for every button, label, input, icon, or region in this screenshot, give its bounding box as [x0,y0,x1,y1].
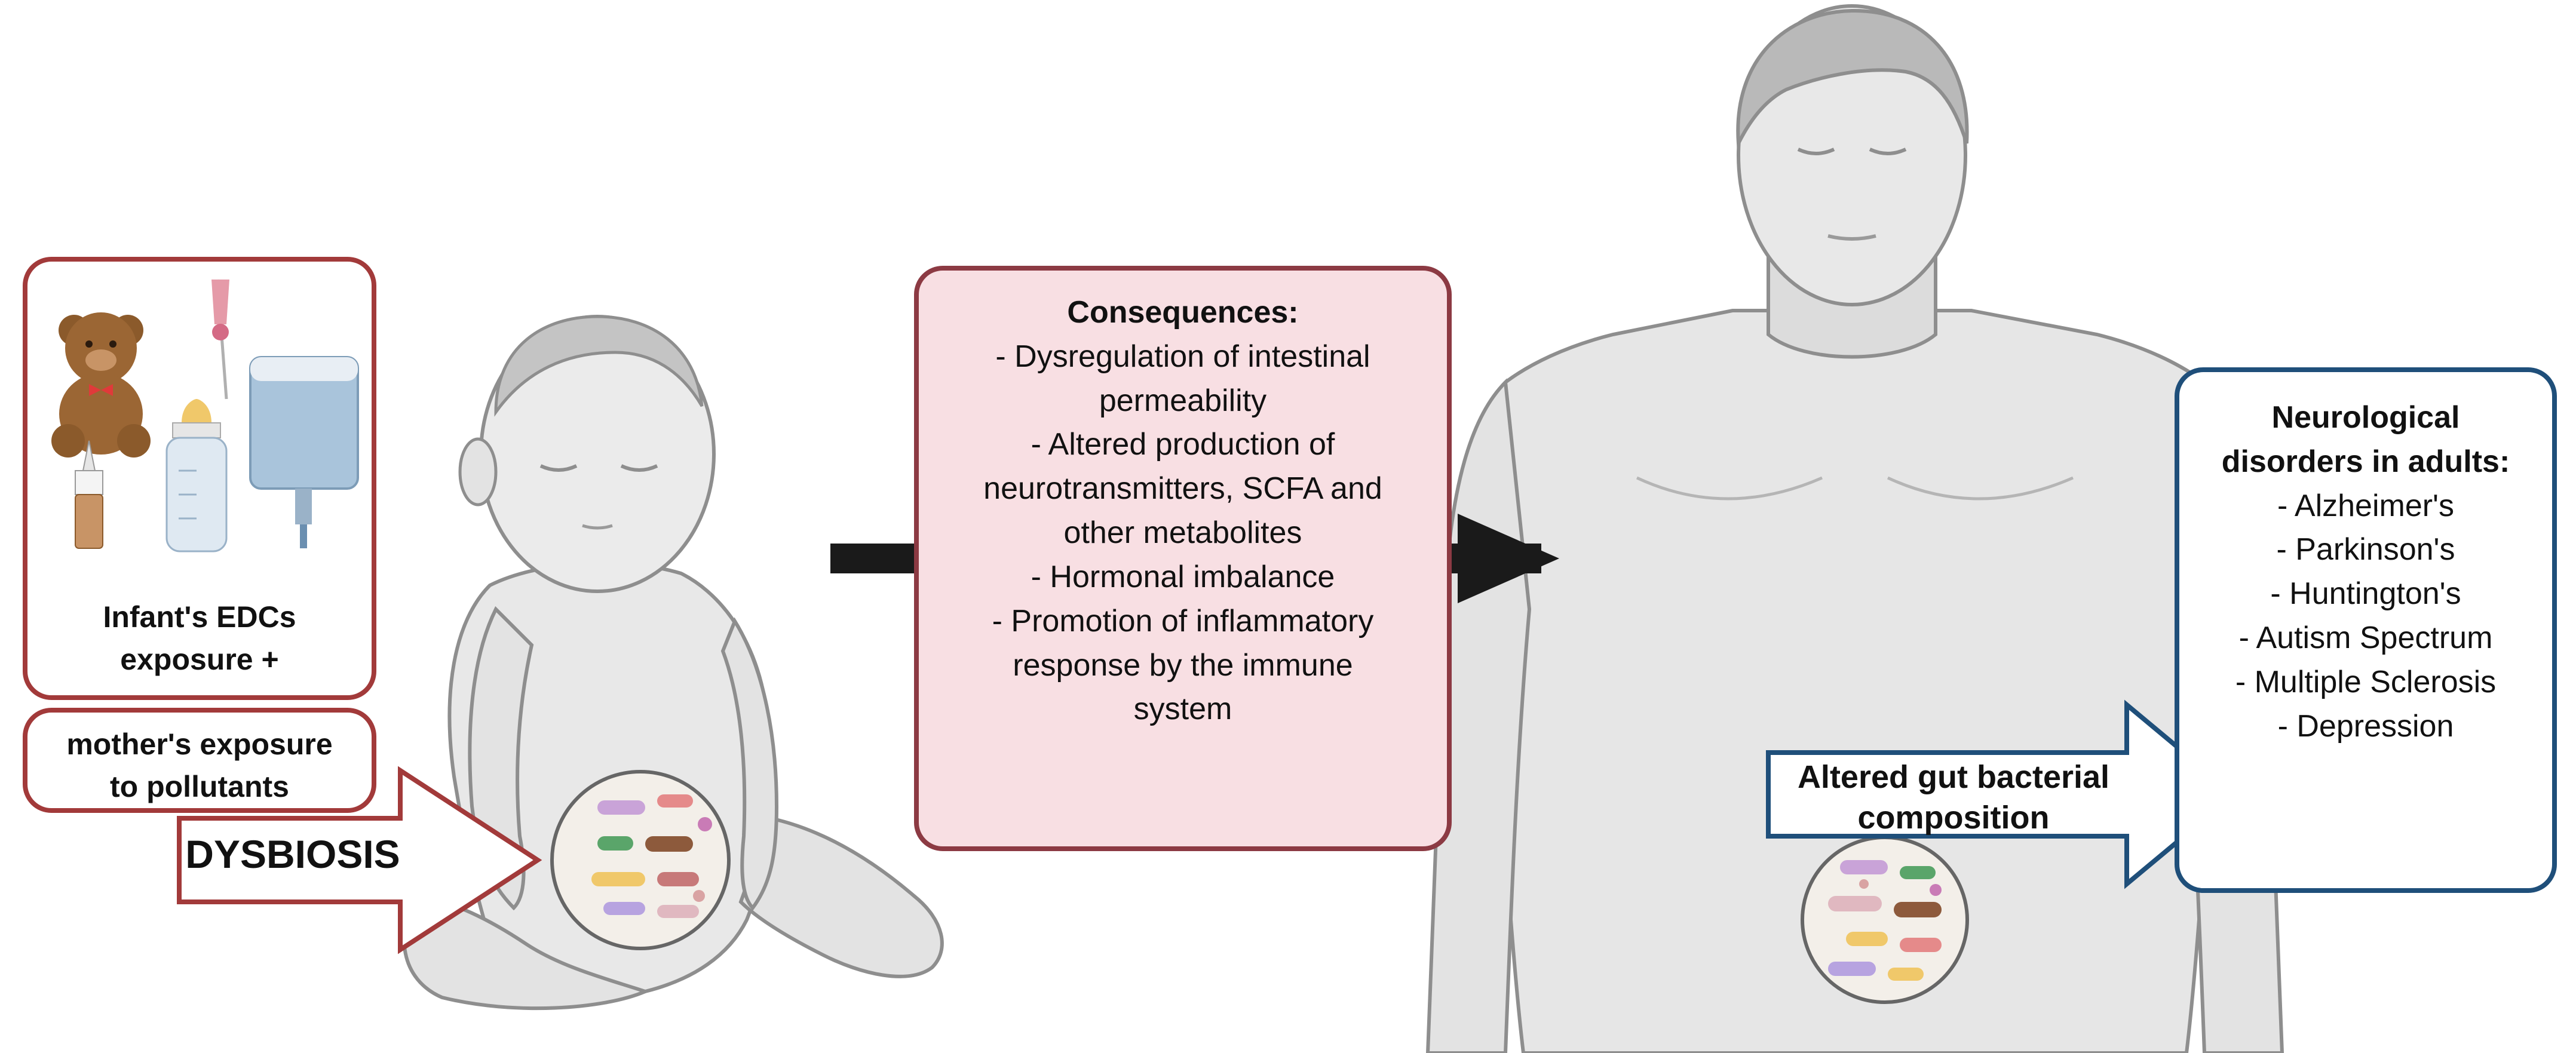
consequence-line-1: - Dysregulation of intestinal [995,339,1370,374]
mother-box-line1: mother's exposure [66,727,333,761]
mother-box-line2: to pollutants [110,770,289,803]
consequence-line-5: other metabolites [1063,515,1302,551]
altered-gut-label: Altered gut bacterial composition [1768,757,2139,838]
exposure-items-illustration [51,279,359,552]
altered-gut-label-line1: Altered gut bacterial [1797,759,2110,795]
neuro-heading-line2: disorders in adults: [2221,444,2510,479]
altered-gut-label-line2: composition [1857,799,2050,836]
consequence-line-8: response by the immune [1013,647,1353,683]
iv-bag-icon [249,356,359,548]
nasal-spray-icon [75,440,103,549]
neuro-heading-line1: Neurological [2271,400,2460,435]
neuro-item-4: - Autism Spectrum [2238,621,2493,656]
consequence-line-6: - Hormonal imbalance [1031,559,1335,594]
neuro-item-1: - Alzheimer's [2277,488,2454,523]
dysbiosis-arrow [177,766,542,954]
consequences-box: Consequences: - Dysregulation of intesti… [914,266,1452,851]
consequences-heading: Consequences: [1067,295,1299,330]
dysbiosis-label: DYSBIOSIS [185,832,400,876]
baby-bottle-icon [165,399,228,552]
infant-box-line1: Infant's EDCs [103,600,296,634]
neuro-item-6: - Depression [2277,708,2454,744]
progression-arrow-left [830,544,914,573]
infant-box-line2: exposure + [120,643,279,676]
neuro-item-3: - Huntington's [2270,576,2461,612]
infant-exposure-box: Infant's EDCs exposure + [23,257,376,700]
progression-arrow-right [1452,514,1559,603]
consequence-line-4: neurotransmitters, SCFA and [983,471,1382,506]
teddy-bear-icon [51,312,151,458]
consequence-line-7: - Promotion of inflammatory [992,603,1374,638]
neuro-item-2: - Parkinson's [2276,532,2455,567]
neurological-disorders-box: Neurological disorders in adults: - Alzh… [2175,367,2557,893]
consequence-line-9: system [1133,692,1232,727]
neuro-item-5: - Multiple Sclerosis [2235,664,2497,699]
consequence-line-2: permeability [1099,383,1267,418]
iv-line-icon [211,279,229,400]
adult-gut-microbiome-icon [1801,836,1969,1004]
consequence-line-3: - Altered production of [1031,427,1335,462]
infant-gut-microbiome-icon [550,770,731,950]
mother-exposure-box: mother's exposure to pollutants [23,708,376,813]
